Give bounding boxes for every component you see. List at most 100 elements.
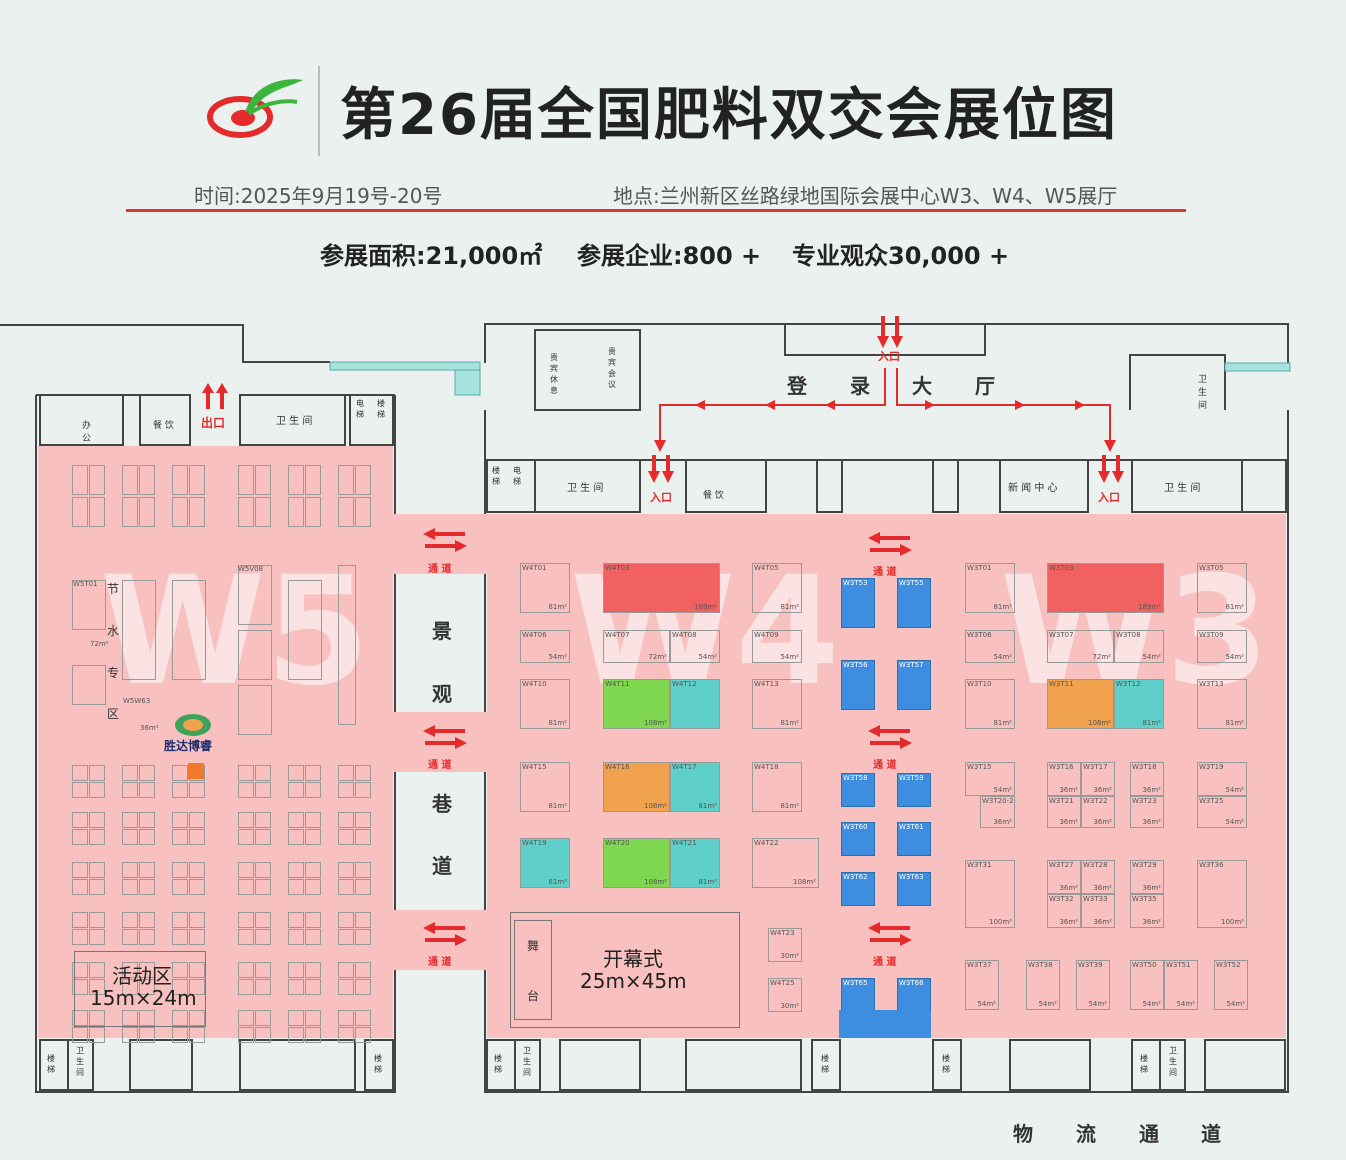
w5-booth [122,862,138,878]
logistics-4: 道 [1201,1122,1221,1146]
w4-bottom-stairs-2: 楼梯 [821,1054,829,1074]
w3-booth-label: W3T21 [1049,797,1074,805]
w5-booth [72,812,88,828]
w3-booth-label: W3T20-2 [982,797,1014,805]
w3-booth-label: W3T06 [967,631,992,639]
landscape-2: 观 [432,682,452,706]
w3-booth-label: W3T12 [1116,680,1141,688]
opening-title: 开幕式 [603,947,663,971]
header-underline [126,209,1186,212]
w3-booth-label: W3T08 [1116,631,1141,639]
w3-booth-area: 100m² [1221,918,1244,926]
stage-2: 台 [527,989,540,1003]
w5-booth [72,765,88,781]
w4-booth-area: 30m² [780,1002,799,1010]
w5-booth [139,465,155,495]
w5-booth [255,929,271,945]
w3-booth-area: 36m² [1142,884,1161,892]
w5-booth [355,962,371,978]
w3-booth-area: 54m² [1038,1000,1057,1008]
w3-booth-area: 36m² [1142,818,1161,826]
w5-booth [172,782,188,798]
middle-booth: W3T62 [841,872,875,906]
w5-booth [139,765,155,781]
w4-booth-area: 54m² [548,653,567,661]
w5-booth [355,765,371,781]
w4-booth-label: W4T15 [522,763,547,771]
w5-booth [288,979,304,995]
w3-booth-label: W3T10 [967,680,992,688]
w4-booth-area: 81m² [548,878,567,886]
w5-booth [355,497,371,527]
w3-booth-label: W3T28 [1083,861,1108,869]
middle-booth-label: W3T56 [843,661,868,669]
w5-booth [89,979,105,995]
w3-booth-label: W3T36 [1199,861,1224,869]
w3-booth-label: W3T18 [1132,763,1157,771]
w5-booth [122,1010,138,1026]
w5-booth [139,912,155,928]
middle-blue-strip [839,1010,931,1038]
w4-booth-label: W4T20 [605,839,630,847]
w3-booth-label: W3T03 [1049,564,1074,572]
w5-booth [288,782,304,798]
w5-booth [288,812,304,828]
middle-booth-label: W3T65 [843,979,868,987]
w3-booth-label: W3T17 [1083,763,1108,771]
w5-booth [189,782,205,798]
middle-booth-label: W3T60 [843,823,868,831]
w4-booth-label: W4T06 [522,631,547,639]
w5-area-72: 72m² [90,640,109,648]
middle-booth: W3T66 [897,978,931,1012]
w3-booth: W3T28 36m² [1081,860,1115,894]
w3-booth-area: 54m² [1225,653,1244,661]
w5-booth [89,497,105,527]
w4-booth-area: 108m² [644,719,667,727]
w5-booth [89,765,105,781]
registration-hall-2: 录 [850,374,870,398]
w5-booth [89,829,105,845]
w5-booth [122,497,138,527]
w3-booth-area: 36m² [1142,786,1161,794]
w4-booth-label: W4T10 [522,680,547,688]
middle-booth-label: W3T62 [843,873,868,881]
w5-booth [305,465,321,495]
middle-booth: W3T59 [897,773,931,807]
w4-booth-area: 81m² [780,802,799,810]
w3-booth-area: 54m² [993,786,1012,794]
w5-booth [288,929,304,945]
w5-bottom-stairs: 楼梯 [47,1054,55,1074]
w5-booth [89,465,105,495]
w4-booth-label: W4T25 [770,979,795,987]
w4-booth-area: 72m² [648,653,667,661]
activity-zone-size: 15m×24m [90,986,197,1010]
w3-booth-area: 36m² [1093,884,1112,892]
w5-booth [122,1027,138,1043]
w3-booth-label: W3T11 [1049,680,1074,688]
w3-booth-label: W3T05 [1199,564,1224,572]
w5-booth [338,1010,354,1026]
w4-booth-area: 81m² [698,878,717,886]
w5-booth [122,765,138,781]
w5-booth [72,979,88,995]
w5-booth [139,879,155,895]
w4-booth-area: 81m² [548,802,567,810]
w5-booth [189,465,205,495]
w5-booth [189,497,205,527]
water-zone-3: 专 [107,666,120,680]
w4-booth-label: W4T17 [672,763,697,771]
w4-booth-area: 54m² [698,653,717,661]
w4-booth-area: 81m² [548,603,567,611]
w4-toilet-top: 卫 生 间 [567,483,604,494]
w5-booth [355,1010,371,1026]
w4-booth-label: W4T19 [522,839,547,847]
w3-bottom-stairs: 楼梯 [942,1054,950,1074]
middle-booth-label: W3T63 [899,873,924,881]
